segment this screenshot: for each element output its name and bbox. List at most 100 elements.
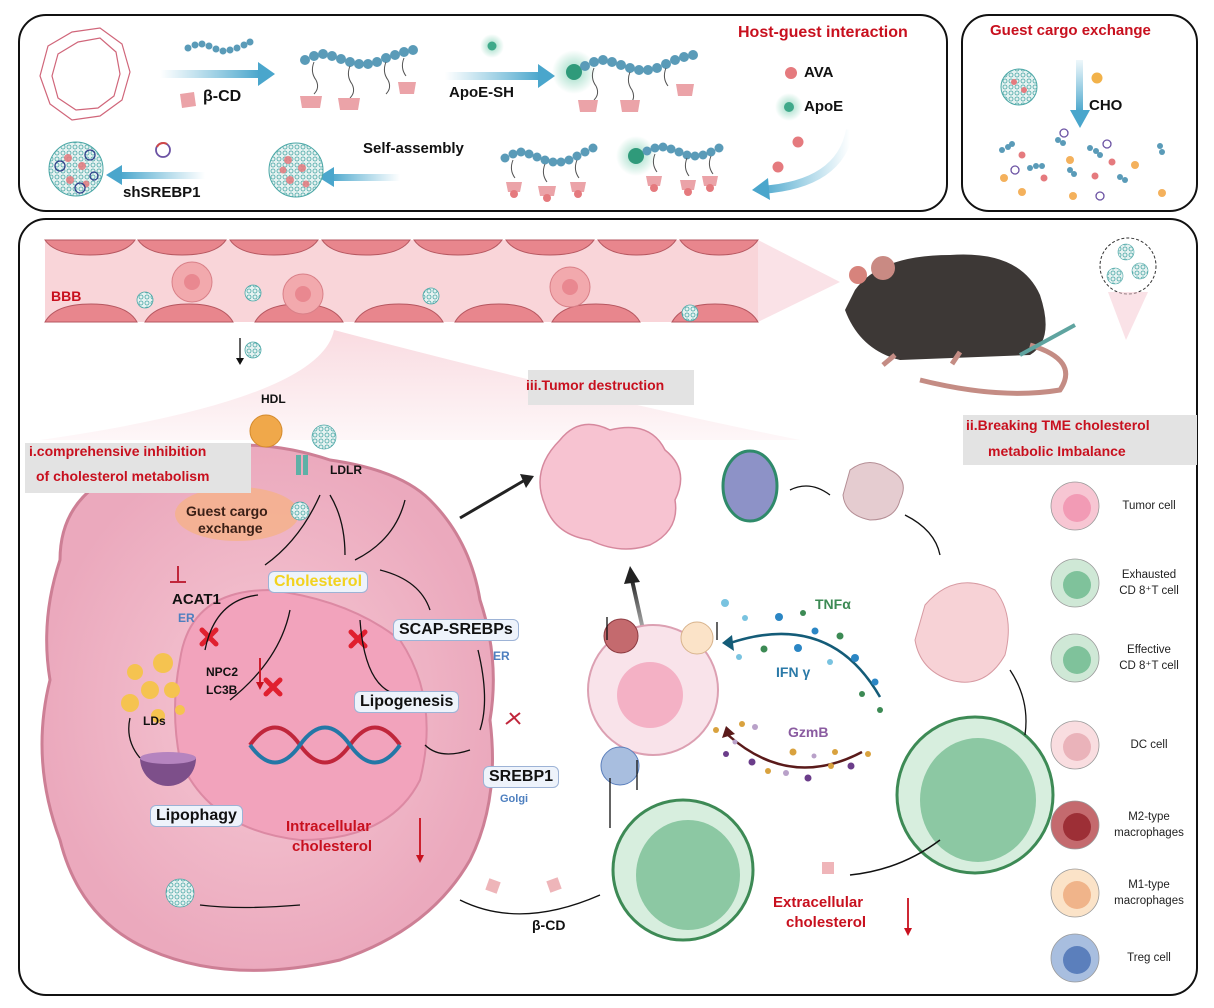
hdl-label: HDL [261, 392, 286, 406]
arrow-curve-back [759, 129, 854, 194]
arrow-step2 [445, 72, 540, 80]
cytokine-dots [713, 599, 883, 782]
pathway-arrows [128, 494, 601, 915]
host-guest-title: Host-guest interaction [738, 24, 908, 41]
destroyed-tumor-cell [539, 423, 682, 550]
er-label-2: ER [493, 649, 510, 663]
gzmb-label: GzmB [788, 724, 829, 740]
dc-cell [842, 462, 904, 521]
hdl-particle [249, 414, 283, 448]
guest-cargo-exchange-title: Guest cargo exchange [990, 22, 1151, 39]
arrow-shsrebp1 [120, 172, 205, 179]
cho-label: CHO [1089, 97, 1123, 114]
legend-cell-nucleus [1063, 571, 1091, 599]
lymph-node [721, 449, 779, 523]
guest-cargo-exchange-label-1: Guest cargo [186, 503, 268, 519]
cho-dot-icon [1091, 72, 1103, 84]
tnf-alpha-label: TNFα [815, 596, 851, 612]
bbb-label: BBB [51, 288, 82, 304]
beta-cd-release-label: β-CD [532, 917, 566, 933]
dna-helix [248, 725, 402, 765]
mechanism-panel [18, 218, 1198, 996]
dc-cell-mature [914, 582, 1009, 683]
ava-legend-dot [785, 67, 797, 79]
legend-cell-nucleus [1063, 946, 1091, 974]
npc2-label: NPC2 [206, 665, 239, 679]
srebp1-label: SREBP1 [483, 766, 560, 788]
acat1-label: ACAT1 [172, 591, 221, 608]
legend-cell-nucleus [1063, 813, 1091, 841]
legend-label: Exhausted CD 8⁺T cell [1119, 569, 1179, 597]
treg-cell [600, 746, 640, 786]
nanoparticles-in-cell [165, 424, 337, 908]
beta-cd-cone-icon [180, 92, 196, 108]
vessel-nanoparticles [136, 284, 699, 359]
legend-label: Tumor cell [1122, 500, 1176, 512]
grafted-polymer-1 [300, 45, 418, 110]
m1-macrophage [680, 621, 714, 655]
golgi-label: Golgi [500, 793, 529, 805]
guest-cargo-exchange-blob [175, 487, 299, 541]
legend-label: Effective CD 8⁺T cell [1119, 644, 1179, 672]
ldlr-label: LDLR [330, 463, 362, 477]
apoe-sh-label: ApoE-SH [449, 84, 514, 101]
gzmb-arrow [727, 734, 863, 769]
zoom-cone [40, 330, 800, 440]
lipogenesis-label: Lipogenesis [354, 691, 460, 713]
extracellular-label-2: cholesterol [786, 914, 867, 931]
intracellular-label-1: Intracellular [286, 818, 372, 835]
ifn-gamma-label: IFN γ [776, 664, 811, 680]
apoe-dot-icon [487, 41, 497, 51]
exchanged-fragments [999, 128, 1166, 201]
section-i-line1: i.comprehensive inhibition [29, 443, 207, 459]
guest-cargo-exchange-label-2: exchange [198, 520, 263, 536]
legend-label: M2-type macrophages [1114, 811, 1184, 839]
loaded-polymer [500, 136, 724, 202]
legend-cell-nucleus [1063, 881, 1091, 909]
cholesterol-label: Cholesterol [268, 571, 369, 593]
section-ii-line2: metabolic Imbalance [988, 443, 1126, 459]
lc3b-label: LC3B [206, 683, 238, 697]
arrow-self-assembly [330, 174, 400, 181]
legend-label: DC cell [1130, 739, 1168, 751]
self-assembly-label: Self-assembly [363, 140, 464, 157]
apoe-legend-dot [784, 102, 794, 112]
lipophagy-label: Lipophagy [150, 805, 243, 827]
intracellular-label-2: cholesterol [292, 838, 373, 855]
polymer-chain-icon [184, 38, 254, 55]
scap-srebps-label: SCAP-SREBPs [393, 619, 519, 641]
legend-cell-nucleus [1063, 733, 1091, 761]
apoe-polymer [552, 50, 698, 112]
ifn-arrow [729, 632, 882, 698]
loaded-nanoparticle [48, 141, 104, 197]
apoe-legend-label: ApoE [804, 98, 844, 115]
section-iii-title: iii.Tumor destruction [526, 377, 665, 393]
arrow-step1 [160, 70, 260, 78]
section-ii-line1: ii.Breaking TME cholesterol [966, 417, 1150, 433]
section-i-line2: of cholesterol metabolism [36, 468, 210, 484]
legend-label: Treg cell [1127, 952, 1171, 964]
lipid-droplets [121, 653, 185, 723]
legend-label: M1-type macrophages [1114, 879, 1184, 907]
nanoparticle [268, 142, 324, 198]
ava-legend-label: AVA [804, 64, 834, 81]
syringe-icon [1019, 323, 1076, 357]
guest-cargo-exchange-panel [961, 14, 1198, 212]
lds-label: LDs [143, 714, 166, 728]
decrease-arrows [259, 658, 909, 930]
mouse-illustration [845, 254, 1069, 396]
legend-cell-nucleus [1063, 646, 1091, 674]
lipophagy-lysosome [140, 758, 196, 786]
m2-macrophage [603, 618, 639, 654]
exchange-nanoparticle [1000, 68, 1038, 106]
beta-cd-label: β-CD [203, 88, 242, 105]
arrow-cho [1076, 60, 1083, 112]
beta-cyclodextrin-structure [39, 27, 131, 121]
er-label-1: ER [178, 611, 195, 625]
shsrebp1-label: shSREBP1 [123, 184, 201, 201]
legend-icons [1050, 481, 1100, 983]
extracellular-label-1: Extracellular [773, 894, 864, 911]
ldlr-receptor [296, 455, 308, 475]
legend-cell-nucleus [1063, 494, 1091, 522]
